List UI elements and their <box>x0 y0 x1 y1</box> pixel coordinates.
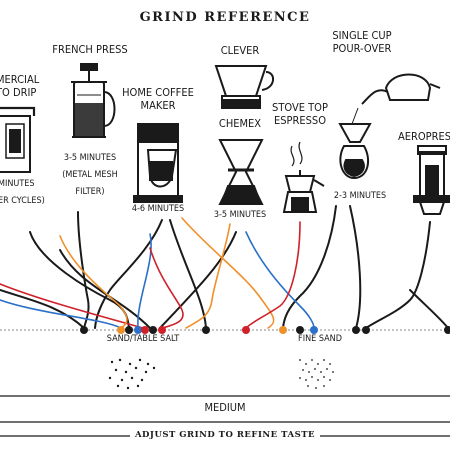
grind-level-label: MEDIUM <box>204 401 246 414</box>
chemex-label: CHEMEX <box>218 117 262 130</box>
clever-icon <box>214 65 274 109</box>
footer-note: ADJUST GRIND TO REFINE TASTE <box>130 430 320 440</box>
clever-label: CLEVER <box>220 44 260 57</box>
coffee-maker-icon <box>133 123 183 203</box>
fine-sand-grind-sample <box>299 359 334 389</box>
pour-over-icon <box>338 73 441 180</box>
single-cup-pour-over-label: SINGLE CUP POUR-OVER <box>332 29 392 55</box>
french-press-label: FRENCH PRESS <box>52 43 128 56</box>
page-title: GRIND REFERENCE <box>139 10 311 25</box>
commercial-brewer-icon <box>0 106 36 173</box>
commercial-drip-label: MERCIAL TO DRIP <box>0 73 40 99</box>
moka-pot-icon <box>282 141 325 213</box>
grind-markers <box>80 326 450 334</box>
chemex-icon <box>218 139 264 205</box>
french-press-details: 3-5 MINUTES (METAL MESH FILTER) <box>62 153 118 197</box>
aeropress-icon <box>413 145 450 215</box>
home-coffee-maker-label: HOME COFFEE MAKER <box>122 86 194 112</box>
sand-table-salt-label: SAND/TABLE SALT <box>106 334 180 344</box>
commercial-drip-details: MINUTES ER CYCLES) <box>0 179 45 206</box>
fine-sand-label: FINE SAND <box>298 334 342 344</box>
french-press-icon <box>71 63 116 138</box>
chemex-time: 3-5 MINUTES <box>213 210 267 220</box>
stove-top-espresso-label: STOVE TOP ESPRESSO <box>272 101 328 127</box>
single-cup-time: 2-3 MINUTES <box>333 191 387 201</box>
home-coffee-maker-time: 4-6 MINUTES <box>131 204 185 214</box>
sand-grind-sample <box>108 358 156 390</box>
